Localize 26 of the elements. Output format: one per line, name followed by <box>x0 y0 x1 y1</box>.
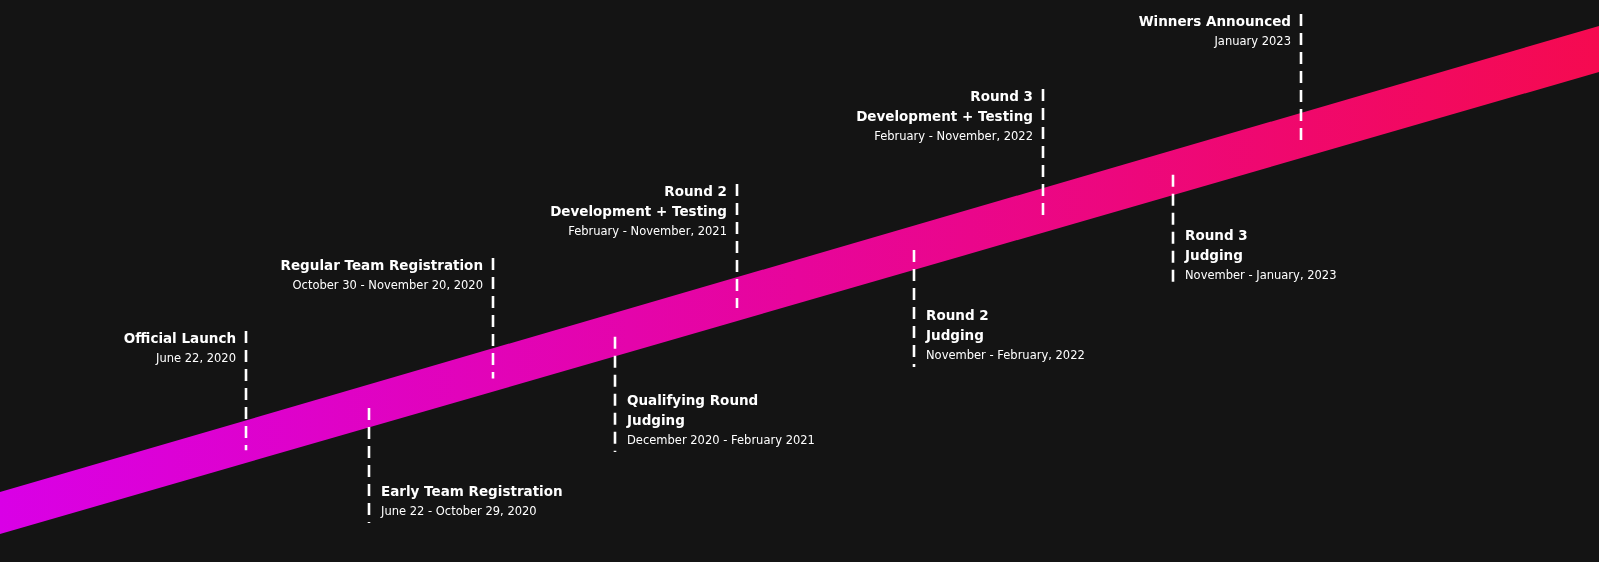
milestone-title: Development + Testing <box>856 107 1033 126</box>
milestone-title: Winners Announced <box>1138 12 1291 31</box>
date-range: June 22 - October 29, 2020 <box>381 503 537 520</box>
date-range: December 2020 - February 2021 <box>627 432 815 449</box>
milestone-title: Round 3 <box>970 87 1033 106</box>
milestone-title: Round 2 <box>664 182 727 201</box>
dashed-leader-line <box>244 331 248 451</box>
dashed-leader-line <box>613 336 617 452</box>
milestone-title: Round 2 Judging <box>926 306 990 345</box>
date-range: January 2023 <box>1214 33 1291 50</box>
milestone-title: Official Launch <box>123 329 236 348</box>
dashed-leader-line <box>491 258 495 379</box>
dashed-leader-line <box>367 408 371 523</box>
date-range: November - February, 2022 <box>926 347 1085 364</box>
dashed-leader-line <box>912 250 916 367</box>
milestone-title: Early Team Registration <box>381 482 563 501</box>
date-range: June 22, 2020 <box>156 350 236 367</box>
milestone-title: Regular Team Registration <box>280 256 483 275</box>
dashed-leader-line <box>735 184 739 308</box>
milestone-title: Development + Testing <box>550 202 727 221</box>
milestone-title: Round 3 Judging <box>1185 226 1249 265</box>
date-range: October 30 - November 20, 2020 <box>292 277 483 294</box>
date-range: February - November, 2021 <box>568 223 727 240</box>
date-range: February - November, 2022 <box>874 128 1033 145</box>
milestone-title: Qualifying Round Judging <box>627 391 760 430</box>
date-range: November - January, 2023 <box>1185 267 1337 284</box>
